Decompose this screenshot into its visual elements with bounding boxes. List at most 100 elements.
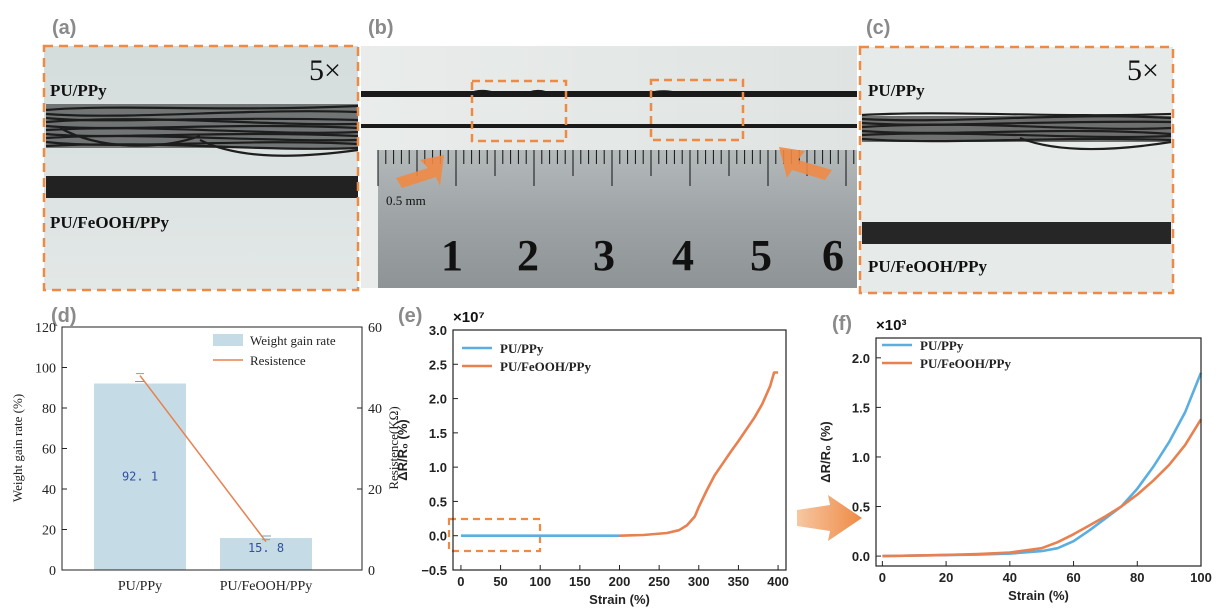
x-tick-label: 0 bbox=[457, 574, 464, 589]
x-tick-label: 250 bbox=[648, 574, 670, 589]
x-tick-label: 20 bbox=[939, 570, 953, 585]
y-tick-label: 40 bbox=[42, 483, 56, 498]
y2-tick-label: 40 bbox=[368, 402, 382, 417]
axis-multiplier: ×10³ bbox=[876, 317, 906, 334]
y2-axis-label: Resistence(KΩ) bbox=[386, 406, 401, 489]
ruler-unit: 0.5 mm bbox=[386, 193, 426, 208]
y-axis-label: ΔR/R₀ (%) bbox=[818, 421, 833, 482]
ruler-number: 5 bbox=[750, 231, 772, 280]
y-axis-label: ΔR/R₀ (%) bbox=[395, 419, 410, 480]
y-tick-label: 3.0 bbox=[429, 323, 447, 338]
y-tick-label: 100 bbox=[35, 362, 56, 377]
x-tick-label: 300 bbox=[688, 574, 710, 589]
label-a-ppy: PU/PPy bbox=[50, 81, 107, 100]
dashed-frame-c bbox=[858, 45, 1175, 295]
x-tick-label: 0 bbox=[879, 570, 886, 585]
ruler-number: 6 bbox=[822, 231, 844, 280]
fiber-c-feooh bbox=[862, 222, 1171, 244]
y-tick-label: 1.0 bbox=[429, 460, 447, 475]
y-tick-label: 1.5 bbox=[429, 426, 447, 441]
legend-label: PU/FeOOH/PPy bbox=[920, 356, 1011, 371]
y-tick-label: 0.5 bbox=[429, 494, 447, 509]
x-tick-label: 350 bbox=[728, 574, 750, 589]
label-c-ppy: PU/PPy bbox=[868, 81, 925, 100]
fiber-feooh bbox=[46, 176, 358, 198]
panel-letter-c: (c) bbox=[866, 17, 890, 39]
y2-tick-label: 20 bbox=[368, 483, 382, 498]
x-tick-label: 60 bbox=[1066, 570, 1080, 585]
bar-data-label: 92. 1 bbox=[122, 470, 158, 484]
y2-tick-label: 60 bbox=[368, 321, 382, 336]
panel-letter-f: (f) bbox=[832, 313, 852, 335]
x-tick-label: 400 bbox=[767, 574, 789, 589]
legend-label: PU/FeOOH/PPy bbox=[500, 359, 591, 374]
arrow-left-icon bbox=[396, 155, 444, 188]
panel-letter-e: (e) bbox=[398, 305, 422, 327]
y-axis-label: Weight gain rate (%) bbox=[10, 394, 25, 502]
bar-data-label: 15. 8 bbox=[248, 541, 284, 555]
y-tick-label: 1.5 bbox=[852, 400, 870, 415]
legend-swatch-bar bbox=[213, 334, 243, 346]
y-tick-label: 2.5 bbox=[429, 357, 447, 372]
photo-a bbox=[44, 46, 359, 290]
x-tick-label: 100 bbox=[1190, 570, 1212, 585]
y-tick-label: 0.5 bbox=[852, 500, 870, 515]
x-tick-label: PU/FeOOH/PPy bbox=[220, 579, 313, 594]
panel-letter-b: (b) bbox=[368, 17, 394, 39]
y-tick-label: 0.0 bbox=[852, 549, 870, 564]
x-tick-label: 40 bbox=[1003, 570, 1017, 585]
x-tick-label: PU/PPy bbox=[118, 579, 162, 594]
plot-frame bbox=[875, 337, 1202, 567]
x-tick-label: 200 bbox=[609, 574, 631, 589]
magnification-a: 5× bbox=[309, 54, 341, 87]
zoom-arrow-icon bbox=[797, 495, 862, 541]
label-a-feooh: PU/FeOOH/PPy bbox=[50, 213, 169, 232]
legend-label: PU/PPy bbox=[920, 338, 964, 353]
y-tick-label: 0 bbox=[49, 564, 56, 579]
y-tick-label: 60 bbox=[42, 443, 56, 458]
y-tick-label: −0.5 bbox=[421, 563, 447, 578]
zoom-box-left bbox=[470, 79, 568, 143]
y2-tick-label: 0 bbox=[368, 564, 375, 579]
zoom-box-right bbox=[649, 78, 745, 142]
legend-label: Resistence bbox=[250, 353, 306, 368]
series-line bbox=[882, 418, 1203, 558]
ruler-number: 4 bbox=[672, 231, 694, 280]
ruler-numbers: 1 2 3 4 5 6 bbox=[441, 231, 844, 280]
magnification-c: 5× bbox=[1127, 54, 1159, 87]
series-line bbox=[882, 372, 1203, 558]
y-tick-label: 2.0 bbox=[852, 351, 870, 366]
bar bbox=[220, 538, 312, 570]
y-tick-label: 0.0 bbox=[429, 529, 447, 544]
axis-multiplier: ×10⁷ bbox=[453, 309, 485, 326]
legend-label: Weight gain rate bbox=[250, 333, 336, 348]
zoom-region-box bbox=[447, 517, 542, 553]
x-axis-label: Strain (%) bbox=[589, 592, 650, 607]
fiber-b-ppy bbox=[361, 91, 857, 97]
arrow-right-icon bbox=[779, 147, 832, 180]
x-tick-label: 80 bbox=[1130, 570, 1144, 585]
photo-b: 0.5 mm 1 2 3 4 5 6 bbox=[361, 46, 857, 288]
y-tick-label: 80 bbox=[42, 402, 56, 417]
x-tick-label: 150 bbox=[569, 574, 591, 589]
series-line bbox=[619, 371, 779, 537]
bar bbox=[94, 383, 186, 570]
fiber-b-feooh bbox=[361, 124, 857, 128]
y-tick-label: 20 bbox=[42, 524, 56, 539]
y-tick-label: 120 bbox=[35, 321, 56, 336]
dashed-frame-a bbox=[42, 44, 360, 292]
ruler bbox=[378, 150, 857, 288]
y-tick-label: 2.0 bbox=[429, 392, 447, 407]
ruler-number: 2 bbox=[517, 231, 539, 280]
photo-c bbox=[860, 47, 1173, 293]
legend-label: PU/PPy bbox=[500, 341, 544, 356]
panel-letter-a: (a) bbox=[52, 17, 76, 39]
y-tick-label: 1.0 bbox=[852, 450, 870, 465]
ruler-number: 1 bbox=[441, 231, 463, 280]
panel-letter-d: (d) bbox=[51, 305, 77, 327]
x-axis-label: Strain (%) bbox=[1008, 588, 1069, 603]
